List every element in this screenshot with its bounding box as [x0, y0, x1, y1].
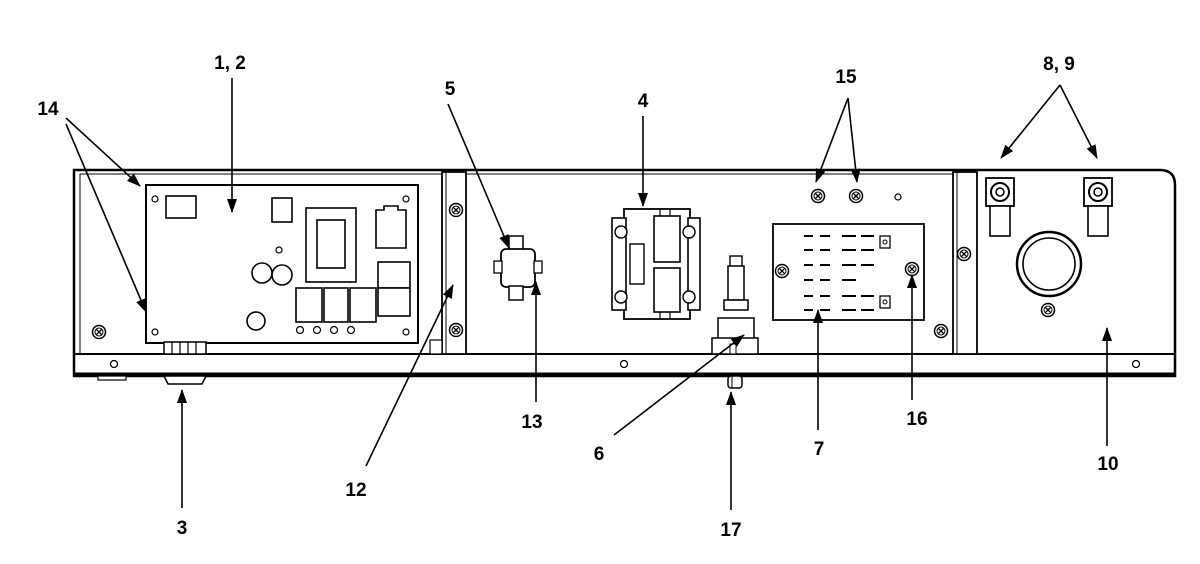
- callout-5: 5: [445, 79, 456, 100]
- callout-17: 17: [720, 520, 741, 541]
- callout-14: 14: [37, 99, 59, 120]
- transformer: [611, 208, 701, 320]
- callout-1-2: 1, 2: [214, 53, 246, 74]
- pressure-switch: [711, 255, 759, 389]
- callout-16: 16: [906, 409, 927, 430]
- circuit-board: [145, 184, 419, 344]
- callout-13: 13: [521, 412, 542, 433]
- left-fitting: [985, 177, 1015, 237]
- callout-15: 15: [835, 67, 857, 88]
- bottom-connector: [162, 341, 208, 385]
- callout-7: 7: [814, 439, 825, 460]
- leader-lines: [65, 78, 1112, 510]
- callout-3: 3: [177, 518, 188, 539]
- right-fitting: [1083, 177, 1113, 237]
- callout-4: 4: [638, 91, 649, 112]
- right-cover-panel: [985, 177, 1113, 318]
- fuse-holder: [493, 235, 543, 301]
- callout-10: 10: [1097, 454, 1118, 475]
- callout-8-9: 8, 9: [1043, 54, 1075, 75]
- terminal-board: [772, 188, 925, 321]
- callout-6: 6: [594, 444, 605, 465]
- callout-12: 12: [345, 480, 366, 501]
